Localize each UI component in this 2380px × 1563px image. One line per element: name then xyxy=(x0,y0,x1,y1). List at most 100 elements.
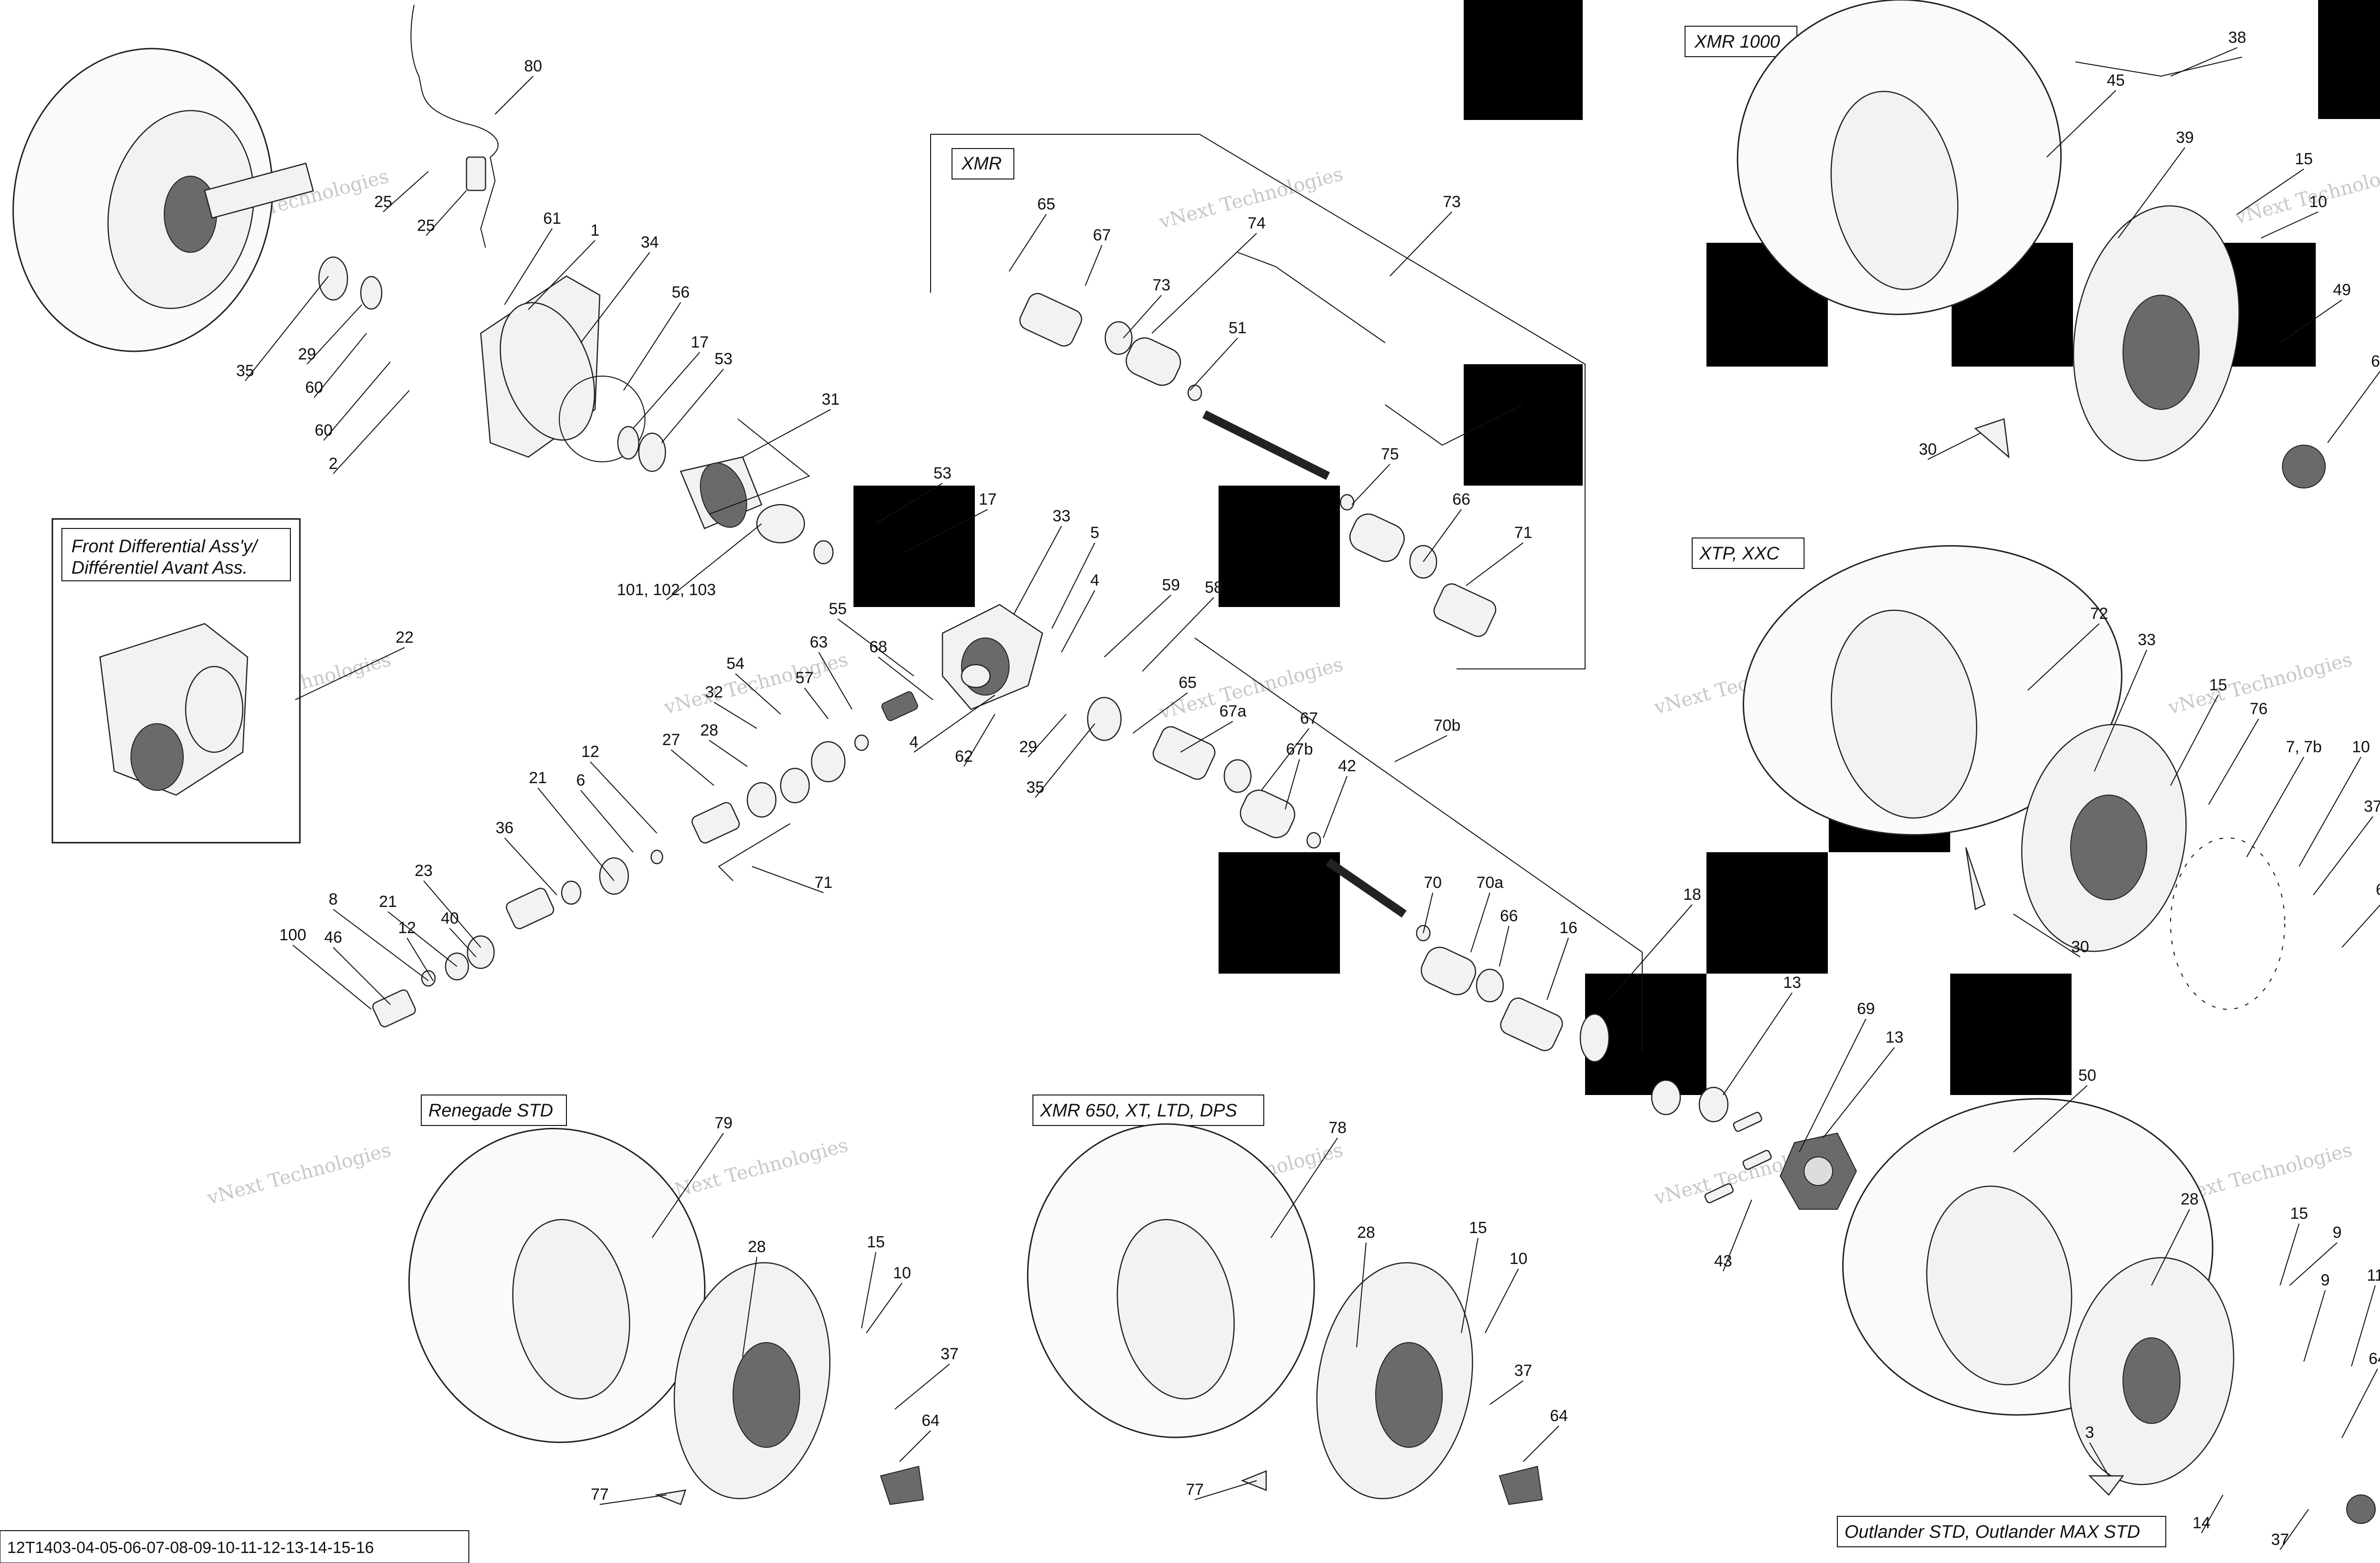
callout-leader xyxy=(599,1494,667,1505)
callout-number: 35 xyxy=(236,362,254,380)
watermark: vNext Technologies xyxy=(205,1139,394,1209)
redaction-blocks xyxy=(853,0,2380,1095)
callout-leader xyxy=(2341,1368,2378,1438)
label-xmr1000: XMR 1000 xyxy=(1694,32,1780,52)
callout-number: 5 xyxy=(1091,524,1100,542)
callout-leader xyxy=(504,228,553,305)
front-diff-title-line1: Front Differential Ass'y/ xyxy=(71,537,259,557)
callout-leader xyxy=(1823,1047,1895,1138)
callout-number: 70 xyxy=(1424,874,1442,892)
callout-number: 10 xyxy=(1509,1250,1527,1268)
callout-leader xyxy=(861,1252,876,1329)
callout-leader xyxy=(623,302,681,391)
callout-leader xyxy=(333,909,429,981)
callout-leader xyxy=(2208,718,2259,805)
callout-number: 28 xyxy=(700,721,718,739)
callout-leader xyxy=(661,368,724,443)
callout-number: 15 xyxy=(2209,676,2227,694)
label-outlander: Outlander STD, Outlander MAX STD xyxy=(1844,1522,2140,1542)
callout-number: 7, 7b xyxy=(2286,738,2322,756)
callout-leader xyxy=(2201,1494,2223,1533)
callout-number: 78 xyxy=(1329,1119,1347,1137)
callout-leader xyxy=(2046,90,2116,158)
callout-number: 72 xyxy=(2090,605,2108,623)
outlander-wheel xyxy=(1842,1098,2376,1524)
callout-leader xyxy=(752,866,824,893)
callout-number: 76 xyxy=(2250,700,2268,718)
callout-number: 15 xyxy=(867,1233,885,1251)
callout-number: 2 xyxy=(329,455,338,473)
callout-number: 21 xyxy=(379,893,397,911)
callout-number: 25 xyxy=(374,193,392,211)
callout-number: 77 xyxy=(1186,1481,1204,1499)
callout-number: 75 xyxy=(1381,445,1399,463)
callout-number: 13 xyxy=(1885,1028,1904,1046)
callout-number: 4 xyxy=(1091,571,1100,589)
exploded-parts-axis-2 xyxy=(372,691,918,1027)
callout-number: 73 xyxy=(1443,193,1461,211)
callout-number: 30 xyxy=(1919,440,1937,458)
callout-leader xyxy=(590,761,657,834)
callout-leader xyxy=(2351,1285,2376,1367)
callout-leader xyxy=(652,1133,724,1238)
callout-leader xyxy=(804,687,829,719)
callout-number: 28 xyxy=(748,1238,766,1256)
callout-leader xyxy=(1485,1268,1519,1334)
callout-leader xyxy=(387,911,457,967)
callout-number: 3 xyxy=(2085,1424,2094,1442)
callout-number: 11 xyxy=(2367,1266,2380,1284)
callout-number: 33 xyxy=(1052,507,1071,525)
callout-leader xyxy=(1351,464,1390,505)
callout-number: 30 xyxy=(2071,938,2089,956)
label-xtp: XTP, XXC xyxy=(1699,544,1780,564)
callout-number: 8 xyxy=(329,890,338,908)
callout-leader xyxy=(1466,542,1524,586)
callout-leader xyxy=(1270,1137,1338,1238)
callout-number: 12 xyxy=(398,919,416,937)
callout-number: 67 xyxy=(1300,709,1318,727)
callout-leader xyxy=(1151,233,1257,334)
callout-leader xyxy=(2151,1209,2190,1286)
callout-number: 53 xyxy=(714,350,733,368)
callout-number: 10 xyxy=(893,1264,911,1282)
callout-number: 64 xyxy=(2371,352,2380,370)
callout-leader xyxy=(2280,299,2342,343)
callout-number: 29 xyxy=(1019,738,1037,756)
callout-leader xyxy=(1356,1242,1367,1348)
callout-leader xyxy=(1142,597,1214,672)
callout-leader xyxy=(2280,1223,2300,1286)
callout-number: 69 xyxy=(1857,1000,1875,1018)
callout-leader xyxy=(671,749,714,786)
callout-leader xyxy=(1104,595,1171,657)
callout-number: 73 xyxy=(1152,276,1170,294)
callout-number: 71 xyxy=(1514,524,1532,542)
callout-leader xyxy=(1927,433,1981,460)
callout-leader xyxy=(2261,211,2319,239)
callout-leader xyxy=(295,647,405,700)
callout-number: 25 xyxy=(417,217,435,235)
callout-leader xyxy=(1423,509,1462,562)
callout-leader xyxy=(1285,759,1300,810)
callout-number: 37 xyxy=(2271,1531,2289,1549)
callout-number: 43 xyxy=(1714,1252,1732,1270)
callout-number: 15 xyxy=(1469,1219,1487,1237)
label-renegade: Renegade STD xyxy=(428,1101,553,1121)
callout-number: 54 xyxy=(726,655,744,673)
bracket-lines xyxy=(709,57,2242,881)
callout-leader xyxy=(735,673,781,715)
front-differential-box: Front Differential Ass'y/ Différentiel A… xyxy=(51,518,301,844)
callout-leader xyxy=(449,928,476,957)
label-xmr650: XMR 650, XT, LTD, DPS xyxy=(1040,1101,1237,1121)
callout-number: 51 xyxy=(1229,319,1247,337)
callout-leader xyxy=(2094,649,2147,772)
callout-leader xyxy=(423,880,481,948)
callout-leader xyxy=(2013,1085,2088,1153)
label-xmr: XMR xyxy=(961,154,1002,174)
callout-leader xyxy=(1499,926,1509,967)
callout-leader xyxy=(1132,692,1188,734)
callout-number: 6 xyxy=(576,771,585,789)
callout-leader xyxy=(1470,892,1490,953)
callout-number: 66 xyxy=(1500,907,1518,925)
callout-leader xyxy=(1608,904,1693,1000)
